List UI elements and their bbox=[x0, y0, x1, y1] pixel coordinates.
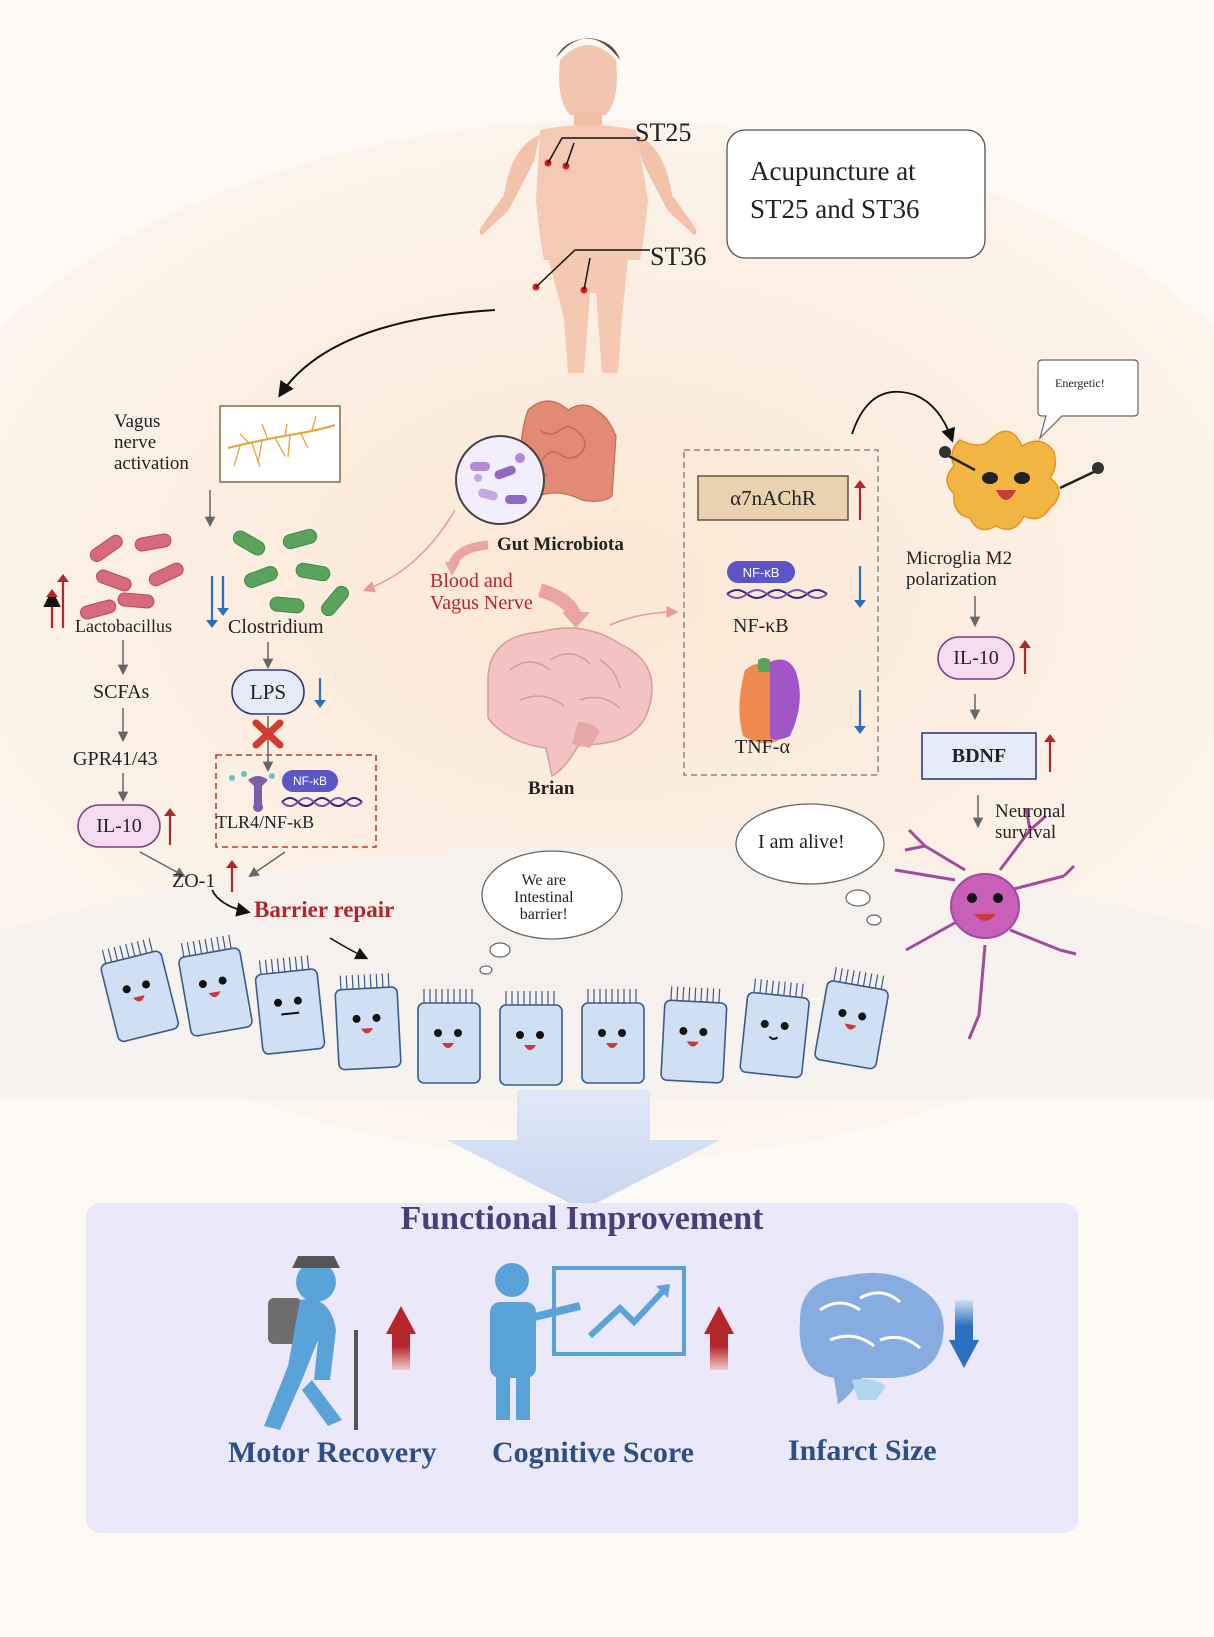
tlr4-box bbox=[215, 754, 377, 848]
brain-image bbox=[487, 627, 653, 778]
nfkb-badge-right-text: NF-κB bbox=[742, 564, 780, 580]
human-figure bbox=[479, 38, 697, 373]
hiker-icon bbox=[264, 1256, 358, 1430]
brain-label: Brian bbox=[528, 778, 575, 799]
tlr4-receptor-icon bbox=[229, 771, 275, 812]
lactobacillus-bacteria bbox=[80, 533, 184, 620]
gut-microbiota-label: Gut Microbiota bbox=[497, 534, 624, 555]
bdnf-label: BDNF bbox=[951, 744, 1007, 767]
route-line-2: Vagus Nerve bbox=[430, 592, 533, 614]
intro-line-2: ST25 and ST36 bbox=[750, 194, 920, 224]
microglia-line-2: polarization bbox=[906, 569, 997, 590]
neuronal-line-2: survival bbox=[995, 822, 1057, 843]
nfkb-badge-right bbox=[727, 561, 795, 583]
vagus-nerve-image bbox=[219, 405, 341, 483]
cognitive-label: Cognitive Score bbox=[492, 1436, 694, 1469]
a7nachr-label: α7nAChR bbox=[730, 485, 816, 510]
motor-label: Motor Recovery bbox=[228, 1436, 437, 1469]
gut-microbiota-image bbox=[455, 400, 617, 525]
barrier-repair-label: Barrier repair bbox=[254, 897, 395, 922]
outcome-title: Functional Improvement bbox=[400, 1200, 764, 1237]
il10-pill-left bbox=[77, 804, 161, 848]
brain-infarct-icon bbox=[799, 1272, 944, 1404]
presenter-chart-icon bbox=[490, 1263, 686, 1420]
intro-box bbox=[726, 129, 986, 259]
tlr4-label: TLR4/NF-κB bbox=[216, 812, 315, 832]
intestine-thought-bubble bbox=[479, 850, 623, 975]
lactobacillus-label: Lactobacillus bbox=[75, 616, 172, 636]
neuron-body bbox=[950, 873, 1020, 939]
nfkb-badge-left bbox=[282, 770, 338, 792]
nfkb-label: NF-κB bbox=[733, 615, 789, 637]
outcome-panel bbox=[86, 1203, 1078, 1533]
route-line-1: Blood and bbox=[430, 570, 513, 592]
neuronal-line-1: Neuronal bbox=[995, 801, 1066, 822]
clostridium-bacteria bbox=[232, 528, 349, 617]
route-label: Blood and Vagus Nerve bbox=[430, 570, 533, 614]
bdnf-box bbox=[921, 732, 1037, 780]
il10-left-label: IL-10 bbox=[96, 814, 142, 837]
a7nachr-box bbox=[697, 475, 849, 521]
vagus-line-3: activation bbox=[114, 453, 189, 474]
st25-label: ST25 bbox=[635, 118, 692, 147]
intro-line-1: Acupuncture at bbox=[750, 156, 916, 186]
energetic-bubble bbox=[1037, 359, 1139, 441]
vagus-label: Vagus nerve activation bbox=[114, 411, 189, 474]
gpr-label: GPR41/43 bbox=[73, 748, 158, 770]
microglia-line-1: Microglia M2 bbox=[906, 548, 1013, 569]
energetic-text: Energetic! bbox=[1055, 376, 1105, 390]
alive-text: I am alive! bbox=[758, 831, 845, 853]
intestine-line-2: Intestinal bbox=[514, 889, 574, 906]
brain-marker-box bbox=[683, 449, 879, 776]
microglia-label: Microglia M2 polarization bbox=[906, 548, 1012, 590]
il10-right-label: IL-10 bbox=[953, 646, 999, 669]
lps-pill bbox=[231, 669, 305, 715]
tnf-protein-icon bbox=[739, 658, 800, 744]
intestine-line-3: barrier! bbox=[519, 906, 568, 923]
infarct-label: Infarct Size bbox=[788, 1434, 937, 1467]
intestine-text: We are Intestinal barrier! bbox=[514, 872, 574, 923]
neuronal-label: Neuronal survival bbox=[995, 801, 1066, 843]
scfas-label: SCFAs bbox=[93, 681, 150, 703]
vagus-line-1: Vagus bbox=[114, 411, 161, 432]
block-x-icon bbox=[252, 719, 284, 749]
big-down-arrow bbox=[447, 1090, 720, 1210]
epithelial-cells bbox=[100, 934, 889, 1086]
st36-label: ST36 bbox=[650, 242, 707, 271]
lps-label: LPS bbox=[249, 679, 287, 704]
zo1-label: ZO-1 bbox=[172, 870, 216, 892]
clostridium-label: Clostridium bbox=[228, 616, 324, 638]
microglia-cell bbox=[939, 430, 1104, 531]
neuron-cell bbox=[894, 807, 1077, 1040]
alive-thought-bubble bbox=[735, 803, 885, 926]
intestine-line-1: We are bbox=[521, 872, 566, 889]
vagus-line-2: nerve bbox=[114, 432, 157, 453]
nfkb-badge-left-text: NF-κB bbox=[293, 774, 327, 788]
intro-text: Acupuncture at ST25 and ST36 bbox=[750, 152, 920, 228]
il10-pill-right bbox=[937, 636, 1015, 680]
tnf-label: TNF-α bbox=[735, 736, 790, 758]
